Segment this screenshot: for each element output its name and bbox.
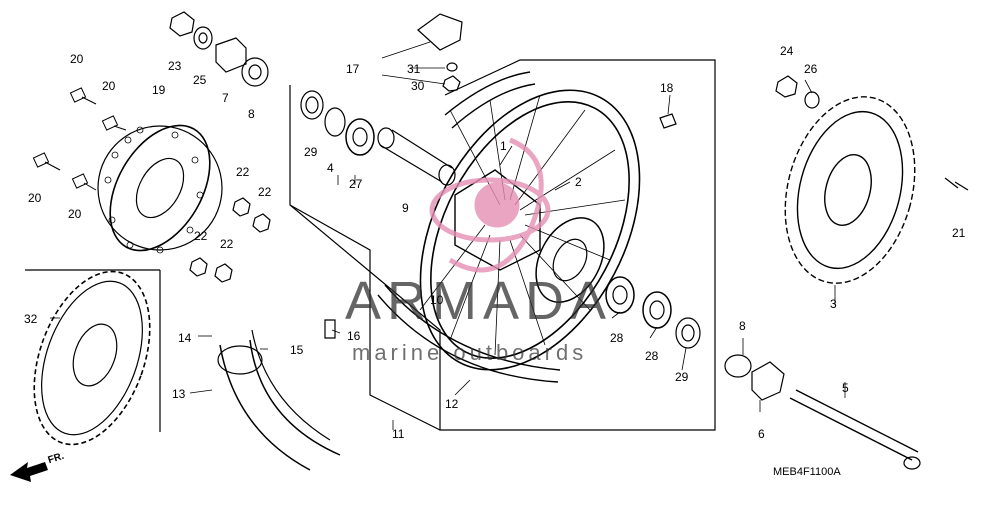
collar-8-bottom	[724, 354, 752, 378]
watermark-subtitle: marine outboards	[352, 340, 588, 365]
washer-25	[193, 26, 213, 50]
part-label-15: 15	[290, 343, 304, 357]
part-label-8-top: 8	[248, 107, 255, 121]
nut-group-22	[189, 197, 271, 283]
tube-14	[217, 345, 263, 375]
spacer-4	[324, 107, 346, 137]
rim-band-upper	[444, 71, 531, 116]
part-label-3: 3	[830, 297, 837, 311]
bearing-28a	[605, 276, 635, 314]
part-label-22-b: 22	[258, 185, 272, 199]
chain-guide-17	[417, 13, 463, 51]
part-label-5: 5	[842, 381, 849, 395]
part-label-7: 7	[222, 91, 229, 105]
nut-23	[169, 11, 195, 37]
part-label-24: 24	[780, 44, 794, 58]
washer-26	[804, 91, 820, 109]
part-label-29-left: 29	[304, 145, 318, 159]
diagram-code: MEB4F1100A	[773, 466, 841, 478]
rim-band-15	[251, 329, 331, 441]
part-label-28-a: 28	[610, 331, 624, 345]
front-arrow-icon	[10, 462, 48, 482]
bolt-21	[944, 177, 969, 191]
nut-31	[446, 62, 458, 72]
part-label-29-right: 29	[675, 370, 689, 384]
part-label-8-bottom: 8	[739, 319, 746, 333]
watermark-title: ARMADA	[345, 271, 613, 331]
hub-1	[454, 169, 605, 303]
axle-5	[789, 389, 919, 461]
nut-24	[775, 75, 798, 98]
nut-30	[442, 75, 461, 92]
bearing-28b	[642, 291, 672, 329]
rim-12	[419, 89, 641, 371]
part-label-13: 13	[172, 387, 186, 401]
part-label-4: 4	[327, 161, 334, 175]
part-label-22-c: 22	[194, 229, 208, 243]
valve-cap-18	[659, 113, 677, 129]
bolt-group-20	[32, 87, 127, 191]
rim-band-10	[384, 284, 561, 371]
tire-13	[219, 339, 341, 471]
part-label-20-d: 20	[68, 207, 82, 221]
part-label-21: 21	[952, 226, 966, 240]
frame-inner	[289, 204, 441, 431]
frame-outline	[289, 59, 716, 431]
brake-disc-alt	[33, 270, 151, 446]
part-label-16: 16	[347, 329, 361, 343]
valve-16	[324, 319, 336, 339]
part-label-19: 19	[152, 83, 166, 97]
bearing-27	[345, 118, 375, 156]
part-label-1: 1	[500, 139, 507, 153]
part-label-30: 30	[411, 79, 425, 93]
brake-disc-rear	[97, 124, 223, 254]
part-label-22-d: 22	[220, 237, 234, 251]
part-label-10: 10	[430, 293, 444, 307]
part-label-32: 32	[24, 312, 38, 326]
collar-8-top	[241, 57, 269, 87]
part-label-6: 6	[758, 427, 765, 441]
part-label-2: 2	[575, 175, 582, 189]
adjuster-block-6	[751, 361, 785, 401]
part-label-26: 26	[804, 62, 818, 76]
part-label-20-a: 20	[70, 52, 84, 66]
part-label-22-a: 22	[236, 165, 250, 179]
part-label-18: 18	[660, 81, 674, 95]
seal-29-right	[675, 317, 701, 349]
watermark-logo	[429, 137, 551, 273]
part-label-14: 14	[178, 331, 192, 345]
part-label-11: 11	[392, 427, 405, 441]
part-label-23: 23	[168, 59, 182, 73]
part-label-27: 27	[349, 177, 363, 191]
adjuster-block-7	[215, 37, 247, 73]
part-label-25: 25	[193, 73, 207, 87]
part-label-20-c: 20	[28, 191, 42, 205]
part-label-28-b: 28	[645, 349, 659, 363]
part-label-31: 31	[407, 62, 421, 76]
distance-collar-9	[379, 129, 453, 183]
part-label-12: 12	[445, 397, 459, 411]
part-label-20-b: 20	[102, 79, 116, 93]
seal-29-left	[300, 90, 324, 120]
part-label-17: 17	[346, 62, 360, 76]
part-label-9: 9	[402, 201, 409, 215]
sprocket-3	[784, 96, 916, 284]
